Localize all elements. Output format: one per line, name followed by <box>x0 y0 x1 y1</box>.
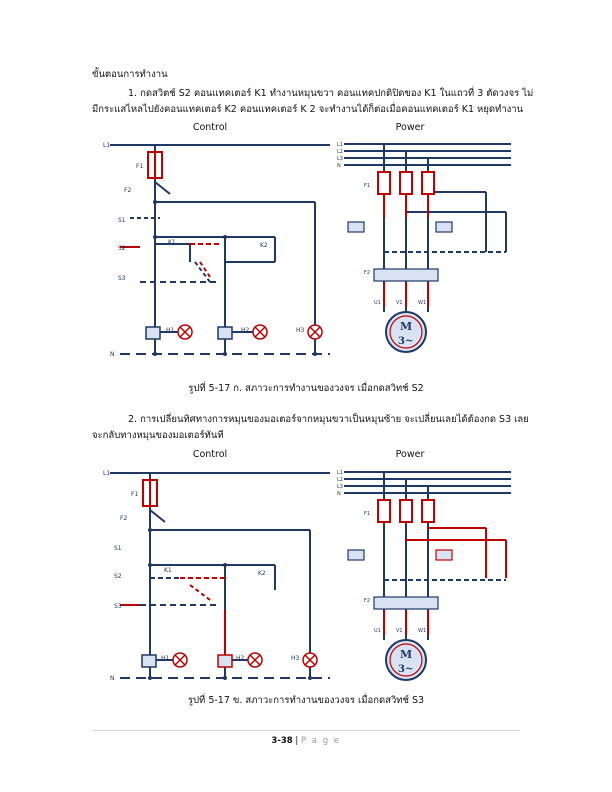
fig2-label-FP: F1 <box>364 511 370 517</box>
fig2-label-H2: H2 <box>236 655 245 662</box>
fig1-label-K2: K2 <box>260 242 268 249</box>
fig1-label-H2: H2 <box>241 327 250 334</box>
fig2-label-S2: S2 <box>114 573 122 580</box>
page-number: 3-38 <box>271 736 293 746</box>
fig2-label-V: V1 <box>396 628 403 634</box>
fig1-label-N: N <box>110 351 115 358</box>
fig2-label-F2: F2 <box>120 515 127 522</box>
fig1-label-P1: L1 <box>337 142 343 148</box>
step1-line2: มีกระแสไหลไปยังคอนแทคเตอร์ K2 คอนแทคเตอร… <box>92 104 524 115</box>
fig1-caption: รูปที่ 5-17 ก. สภาวะการทำงานของวงจร เมื่… <box>188 383 424 394</box>
fig1-label-FP: F1 <box>364 183 370 189</box>
fig2-label-FR: F2 <box>364 598 370 604</box>
section-heading: ขั้นตอนการทำงาน <box>92 69 168 80</box>
fig1-label-S2: S2 <box>118 245 126 252</box>
fig2-power-title: Power <box>395 449 425 460</box>
fig2-label-PN: N <box>337 491 341 497</box>
fig1-label-W: W1 <box>418 300 426 306</box>
step1-line1: 1. กดสวิตช์ S2 คอนแทคเตอร์ K1 ทำงานหมุนข… <box>128 88 534 99</box>
fig2-label-P1: L1 <box>337 470 343 476</box>
fig2-motor-m: M <box>400 648 412 661</box>
fig1-control-title: Control <box>192 122 228 133</box>
fig2-label-P3: L3 <box>337 484 343 490</box>
fig1-label-U: U1 <box>374 300 381 306</box>
fig1-control-diagram: L1 F1 F2 S1 S2 S3 K1 K2 H1 H2 H3 N <box>103 142 330 358</box>
fig1-label-H3: H3 <box>296 327 305 334</box>
fig2-label-H1: H1 <box>161 655 170 662</box>
fig1-label-H1: H1 <box>166 327 175 334</box>
fig1-label-V: V1 <box>396 300 403 306</box>
fig2-label-K1: K1 <box>164 567 172 574</box>
fig1-label-P2: L2 <box>337 149 343 155</box>
step2-line1: 2. การเปลี่ยนทิศทางการหมุนของมอเตอร์จากห… <box>128 414 529 425</box>
fig2-label-S3: S3 <box>114 603 122 610</box>
fig2-label-K2: K2 <box>258 570 266 577</box>
fig1-label-S3: S3 <box>118 275 126 282</box>
fig1-power-title: Power <box>395 122 425 133</box>
fig2-power-diagram: M 3~ L1 L2 L3 N F1 F2 U1 V1 W1 <box>337 470 511 681</box>
fig1-label-P3: L3 <box>337 156 343 162</box>
fig1-motor-3phase: 3~ <box>398 336 413 347</box>
fig1-power-diagram: M 3~ L1 L2 L3 N F1 F2 U1 V1 W1 <box>337 142 511 353</box>
footer-separator: | <box>292 736 301 746</box>
fig1-label-L1: L1 <box>103 142 110 149</box>
fig2-motor-3phase: 3~ <box>398 664 413 675</box>
fig1-label-PN: N <box>337 163 341 169</box>
fig2-label-U: U1 <box>374 628 381 634</box>
fig2-label-L1: L1 <box>103 470 110 477</box>
fig2-label-H3: H3 <box>291 655 300 662</box>
fig1-label-K1: K1 <box>168 239 176 246</box>
fig2-label-N: N <box>110 675 115 682</box>
fig2-label-W: W1 <box>418 628 426 634</box>
fig2-label-S1: S1 <box>114 545 122 552</box>
fig1-label-FR: F2 <box>364 270 370 276</box>
fig1-motor-m: M <box>400 320 412 333</box>
fig2-control-title: Control <box>192 449 228 460</box>
page-label: P a g e <box>300 736 341 746</box>
footer-divider <box>92 730 520 731</box>
step2-line2: จะกลับทางหมุนของมอเตอร์ทันที <box>92 430 224 441</box>
fig2-label-P2: L2 <box>337 477 343 483</box>
fig1-label-F1: F1 <box>136 163 143 170</box>
fig2-label-F1: F1 <box>131 491 138 498</box>
fig1-label-F2: F2 <box>124 187 131 194</box>
fig2-control-diagram: L1 F1 F2 S1 S2 S3 K1 K2 H1 H2 H3 N <box>103 470 330 682</box>
page-footer: 3-38 | P a g e <box>0 736 612 746</box>
fig2-caption: รูปที่ 5-17 ข. สภาวะการทำงานของวงจร เมื่… <box>187 695 425 706</box>
fig1-label-S1: S1 <box>118 217 126 224</box>
